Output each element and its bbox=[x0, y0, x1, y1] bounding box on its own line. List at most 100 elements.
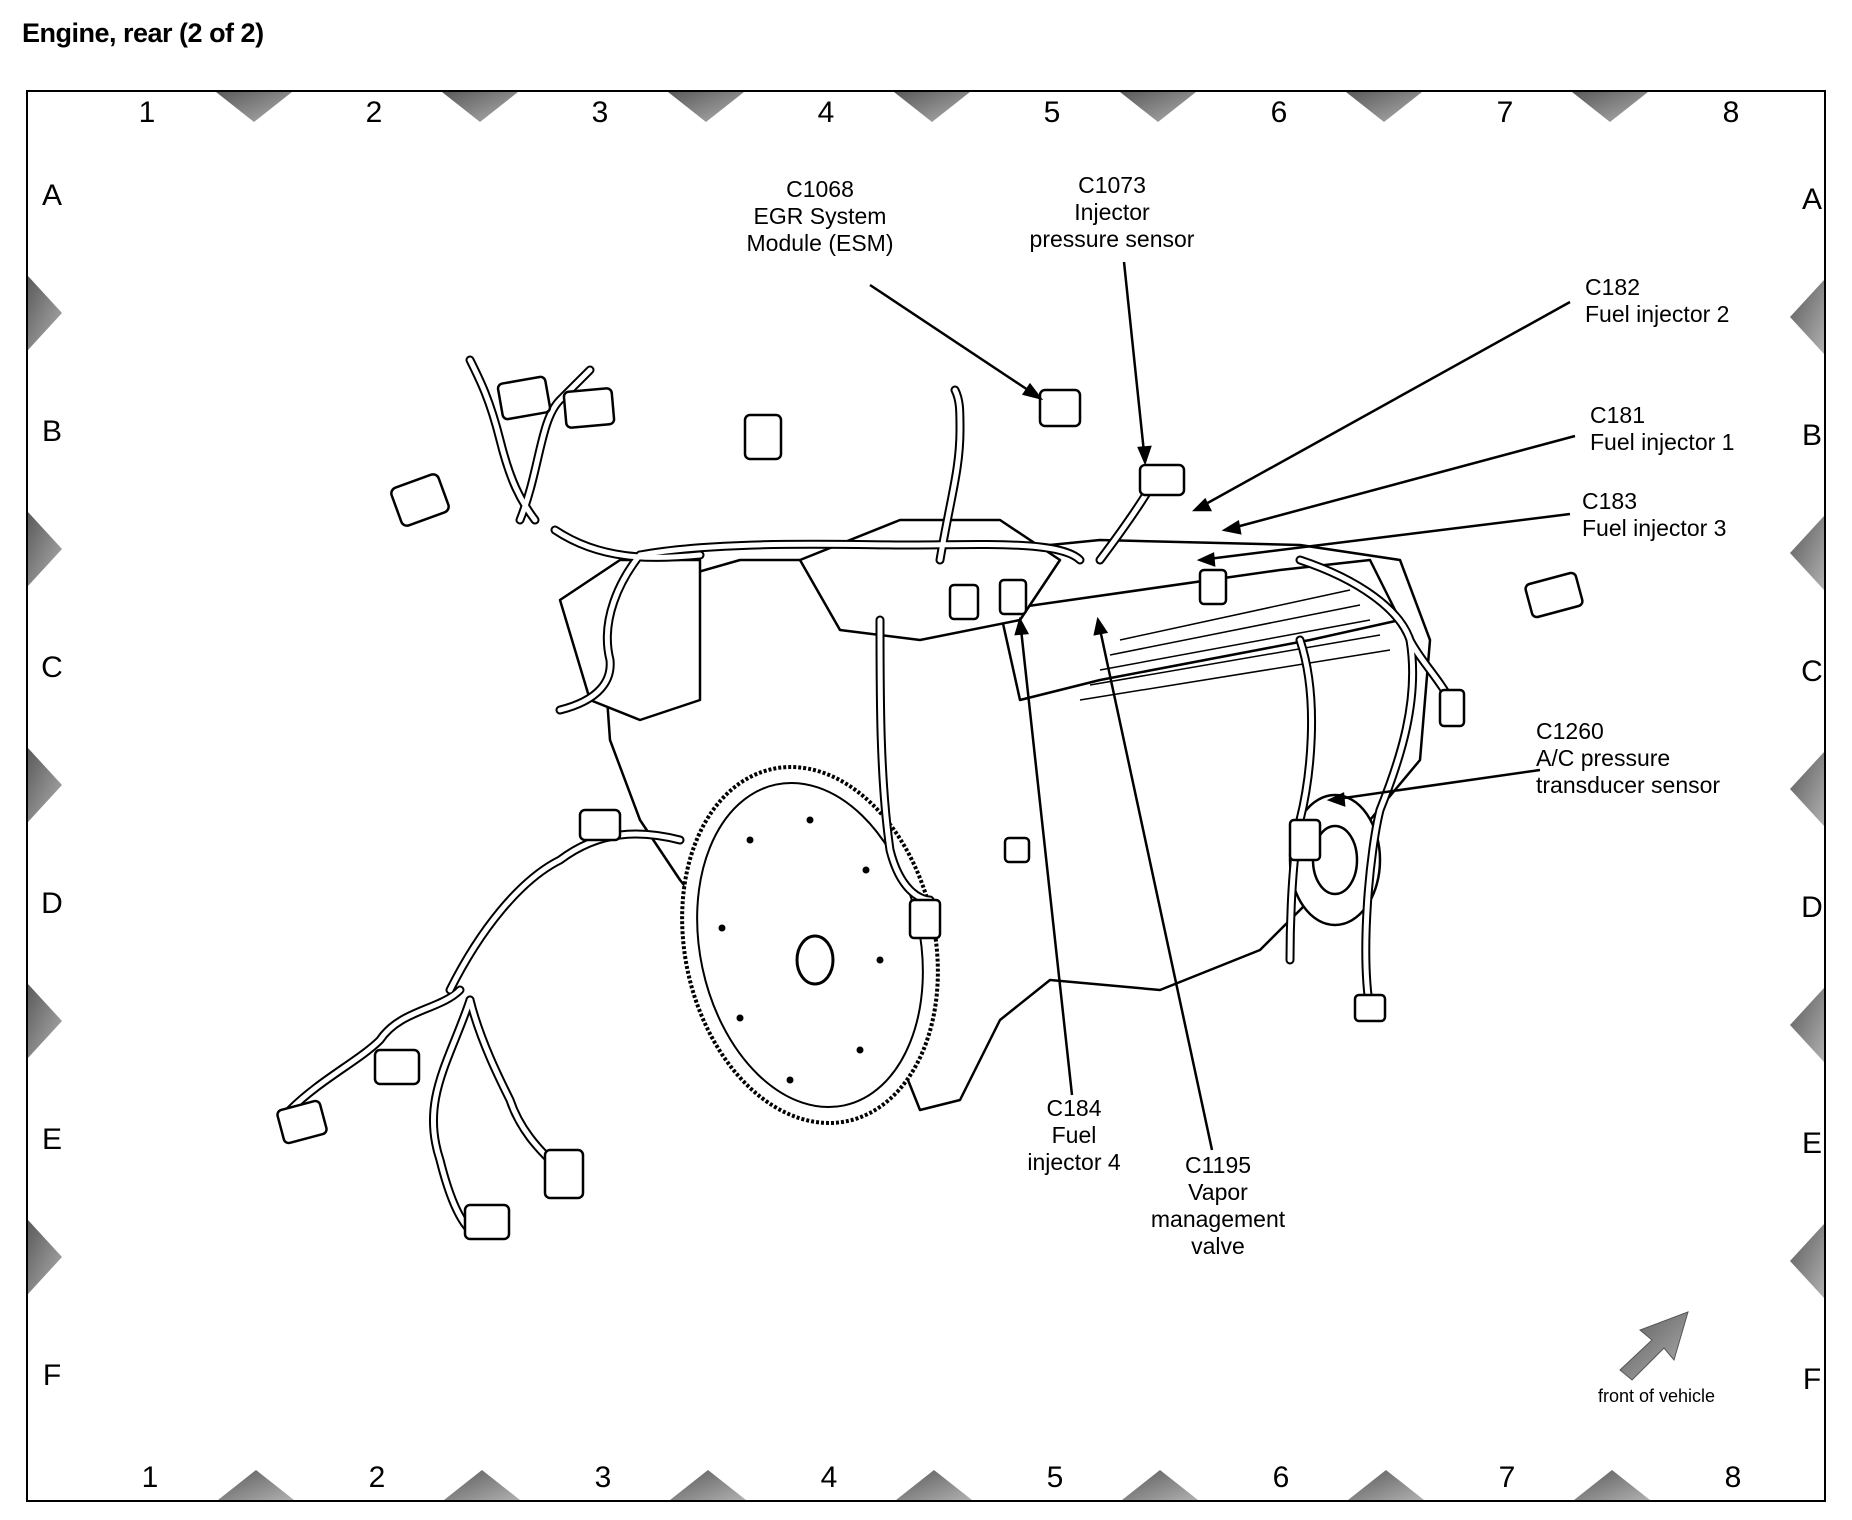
grid-marker bbox=[668, 92, 744, 122]
grid-marker bbox=[28, 512, 62, 586]
front-of-vehicle-label: front of vehicle bbox=[1598, 1386, 1716, 1406]
harness-branch-inner bbox=[937, 387, 963, 563]
connector-plug bbox=[373, 1048, 421, 1086]
row-label-left-d: D bbox=[41, 887, 63, 920]
callout-line: injector 4 bbox=[1027, 1149, 1121, 1175]
connector-plug bbox=[1198, 568, 1228, 606]
column-label-top-6: 6 bbox=[1270, 96, 1288, 129]
callout-id: C1073 bbox=[1078, 172, 1146, 198]
column-label-top-2: 2 bbox=[365, 96, 383, 129]
callout-line: valve bbox=[1191, 1233, 1245, 1259]
row-label-right-f: F bbox=[1802, 1363, 1822, 1396]
callout-id: C182 bbox=[1585, 274, 1640, 300]
rib bbox=[1089, 634, 1381, 686]
grid-marker-group-bottom bbox=[218, 1470, 1650, 1500]
leader-arrowhead bbox=[1021, 382, 1044, 401]
harness-branch-inner bbox=[557, 552, 643, 713]
column-label-bottom-8: 8 bbox=[1724, 1461, 1742, 1494]
grid-marker bbox=[1348, 1470, 1424, 1500]
row-label-left-a: A bbox=[41, 179, 63, 212]
grid-marker bbox=[896, 1470, 972, 1500]
connector-plug bbox=[908, 898, 942, 940]
flywheel-bolt bbox=[718, 924, 726, 932]
callout-id: C1068 bbox=[786, 176, 854, 202]
column-label-bottom-5: 5 bbox=[1046, 1461, 1064, 1494]
flywheel-bolt bbox=[856, 1046, 864, 1054]
connector-plug bbox=[562, 387, 616, 429]
flywheel bbox=[680, 765, 940, 1125]
callout-c183: C183 Fuel injector 3 bbox=[1582, 488, 1726, 542]
page-title: Engine, rear (2 of 2) bbox=[22, 18, 264, 48]
column-label-top-8: 8 bbox=[1722, 96, 1740, 129]
manifold-end bbox=[558, 558, 702, 722]
flywheel-bolt bbox=[876, 956, 884, 964]
callout-c181: C181 Fuel injector 1 bbox=[1590, 402, 1734, 456]
column-label-bottom-2: 2 bbox=[368, 1461, 386, 1494]
grid-marker bbox=[1574, 1470, 1650, 1500]
column-label-bottom-6: 6 bbox=[1272, 1461, 1290, 1494]
leader-arrowhead bbox=[1137, 445, 1152, 466]
leader-arrowhead bbox=[1221, 519, 1242, 535]
connector-plug bbox=[578, 808, 622, 842]
row-label-left-b: B bbox=[41, 415, 63, 448]
connector-plug bbox=[496, 375, 552, 421]
leader-c183 bbox=[1199, 512, 1571, 562]
column-label-bottom-7: 7 bbox=[1498, 1461, 1516, 1494]
grid-marker bbox=[1790, 516, 1824, 590]
grid-marker bbox=[670, 1470, 746, 1500]
column-label-bottom-3: 3 bbox=[594, 1461, 612, 1494]
harness-branch-inner bbox=[430, 997, 473, 1233]
flywheel-bolt bbox=[786, 1076, 794, 1084]
grid-marker bbox=[28, 984, 62, 1058]
grid-marker bbox=[28, 1220, 62, 1294]
callout-id: C1195 bbox=[1184, 1152, 1252, 1178]
callout-line: Fuel injector 1 bbox=[1590, 429, 1735, 455]
grid-marker bbox=[28, 276, 62, 350]
leader-arrowhead bbox=[1014, 616, 1029, 636]
row-label-left-e: E bbox=[41, 1123, 63, 1156]
row-label-left-f: F bbox=[42, 1359, 62, 1392]
flywheel-hub bbox=[795, 934, 835, 986]
harness-branch-inner bbox=[467, 357, 538, 523]
leader-arrowhead bbox=[1326, 792, 1346, 807]
connector-plug bbox=[948, 583, 980, 621]
callout-line: transducer sensor bbox=[1536, 772, 1721, 798]
connector-plug bbox=[543, 1148, 585, 1200]
harness-branch-inner bbox=[1297, 557, 1453, 703]
grid-marker bbox=[1572, 92, 1648, 122]
callout-c182: C182 Fuel injector 2 bbox=[1585, 274, 1729, 328]
diagram-frame bbox=[26, 90, 1826, 1502]
column-label-top-1: 1 bbox=[138, 96, 156, 129]
connector-plug bbox=[1138, 463, 1186, 497]
column-label-bottom-1: 1 bbox=[141, 1461, 159, 1494]
leader-c182 bbox=[1194, 300, 1571, 512]
row-label-left-c: C bbox=[41, 651, 63, 684]
connector-plug bbox=[276, 1099, 328, 1145]
row-label-right-b: B bbox=[1801, 419, 1823, 452]
column-label-top-3: 3 bbox=[591, 96, 609, 129]
callout-line: pressure sensor bbox=[1029, 226, 1195, 252]
flywheel-bolt bbox=[862, 866, 870, 874]
rib bbox=[1119, 589, 1351, 641]
column-label-bottom-4: 4 bbox=[820, 1461, 838, 1494]
rib bbox=[1079, 649, 1391, 701]
grid-marker bbox=[1122, 1470, 1198, 1500]
leader-c184 bbox=[1018, 619, 1074, 1096]
leader-c1073 bbox=[1122, 261, 1147, 463]
harness-branch-inner bbox=[287, 987, 463, 1113]
row-label-right-c: C bbox=[1801, 655, 1823, 688]
grid-marker bbox=[442, 92, 518, 122]
harness-trunk-inner bbox=[637, 541, 1083, 563]
callout-line: EGR System bbox=[753, 203, 887, 229]
callout-line: Fuel injector 2 bbox=[1585, 301, 1730, 327]
connector-plug bbox=[463, 1203, 511, 1241]
grid-marker-group-top bbox=[216, 92, 1648, 122]
connector-plug bbox=[390, 473, 450, 527]
intake-manifold bbox=[798, 518, 1062, 642]
wiring-harness-inner bbox=[287, 357, 1453, 1233]
callout-c1195: C1195 Vapor management valve bbox=[1151, 1152, 1285, 1260]
harness-branch-inner bbox=[877, 617, 933, 903]
grid-marker bbox=[28, 748, 62, 822]
rib bbox=[1099, 619, 1371, 671]
leader-arrowhead bbox=[1196, 552, 1216, 567]
